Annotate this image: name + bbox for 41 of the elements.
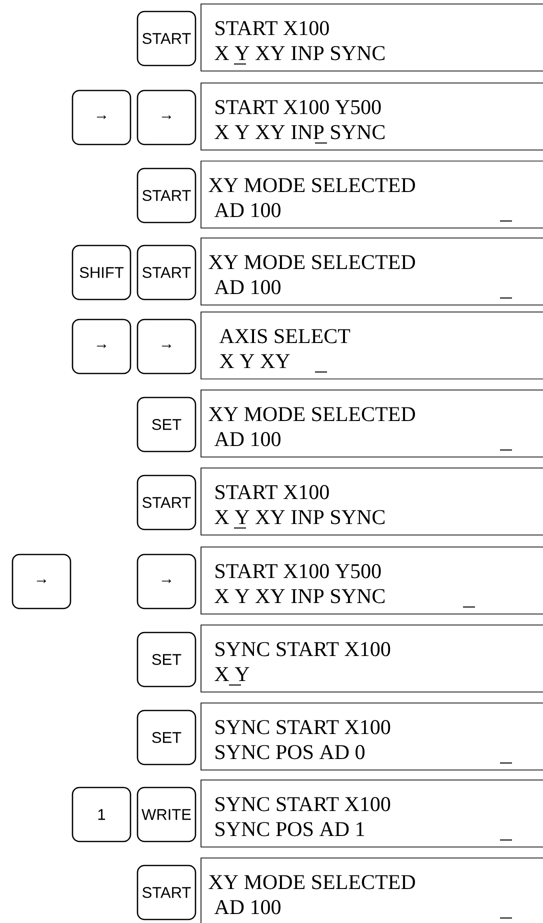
display-text: XY MODE SELECTED bbox=[208, 407, 415, 422]
display-text: SYNC START X100 bbox=[216, 642, 390, 656]
key-button: → bbox=[72, 318, 132, 374]
key-button: START bbox=[136, 244, 196, 300]
key-button: START bbox=[136, 864, 196, 920]
key-button: → bbox=[136, 318, 196, 374]
key-button: START bbox=[136, 168, 196, 224]
key-button: 1 bbox=[72, 786, 132, 842]
key-button: SET bbox=[136, 710, 196, 766]
display-text: XY MODE SELECTED bbox=[208, 178, 415, 192]
display-text: X Y XY INP SYNC bbox=[214, 510, 385, 524]
display-text: X Y XY INP SYNC bbox=[214, 589, 385, 604]
key-button: SHIFT bbox=[72, 244, 132, 300]
display-text: START X100 Y500 bbox=[216, 100, 381, 114]
display-text: SYNC POS AD 0 bbox=[216, 745, 364, 760]
display-text: SYNC POS AD 1 bbox=[216, 822, 364, 836]
key-button: → bbox=[72, 90, 132, 146]
display-text: XY MODE SELECTED bbox=[208, 875, 415, 890]
display-text: SYNC START X100 bbox=[216, 720, 390, 734]
display-text: AD 100 bbox=[214, 203, 280, 218]
display-text: XY MODE SELECTED bbox=[208, 255, 415, 270]
key-button: → bbox=[12, 554, 72, 610]
display-text: SYNC START X100 bbox=[216, 797, 390, 812]
display-text: AD 100 bbox=[214, 900, 280, 914]
display-text: X Y XY bbox=[220, 354, 290, 368]
key-button: START bbox=[136, 474, 196, 530]
display-text: AD 100 bbox=[214, 280, 280, 294]
key-button: START bbox=[136, 10, 196, 66]
display-text: X Y XY INP SYNC bbox=[214, 125, 385, 140]
key-button: → bbox=[136, 554, 196, 610]
key-button: SET bbox=[136, 632, 196, 688]
display-text: START X100 Y500 bbox=[216, 564, 381, 578]
display-text: AXIS SELECT bbox=[219, 329, 350, 344]
display-text: START X100 bbox=[216, 21, 329, 36]
key-button: SET bbox=[136, 396, 196, 452]
key-button: WRITE bbox=[136, 786, 196, 842]
key-button: → bbox=[136, 90, 196, 146]
display-text: X Y XY INP SYNC bbox=[214, 46, 385, 60]
display-text: X Y bbox=[214, 667, 250, 681]
display-text: AD 100 bbox=[214, 432, 280, 446]
display-text: START X100 bbox=[216, 485, 329, 500]
